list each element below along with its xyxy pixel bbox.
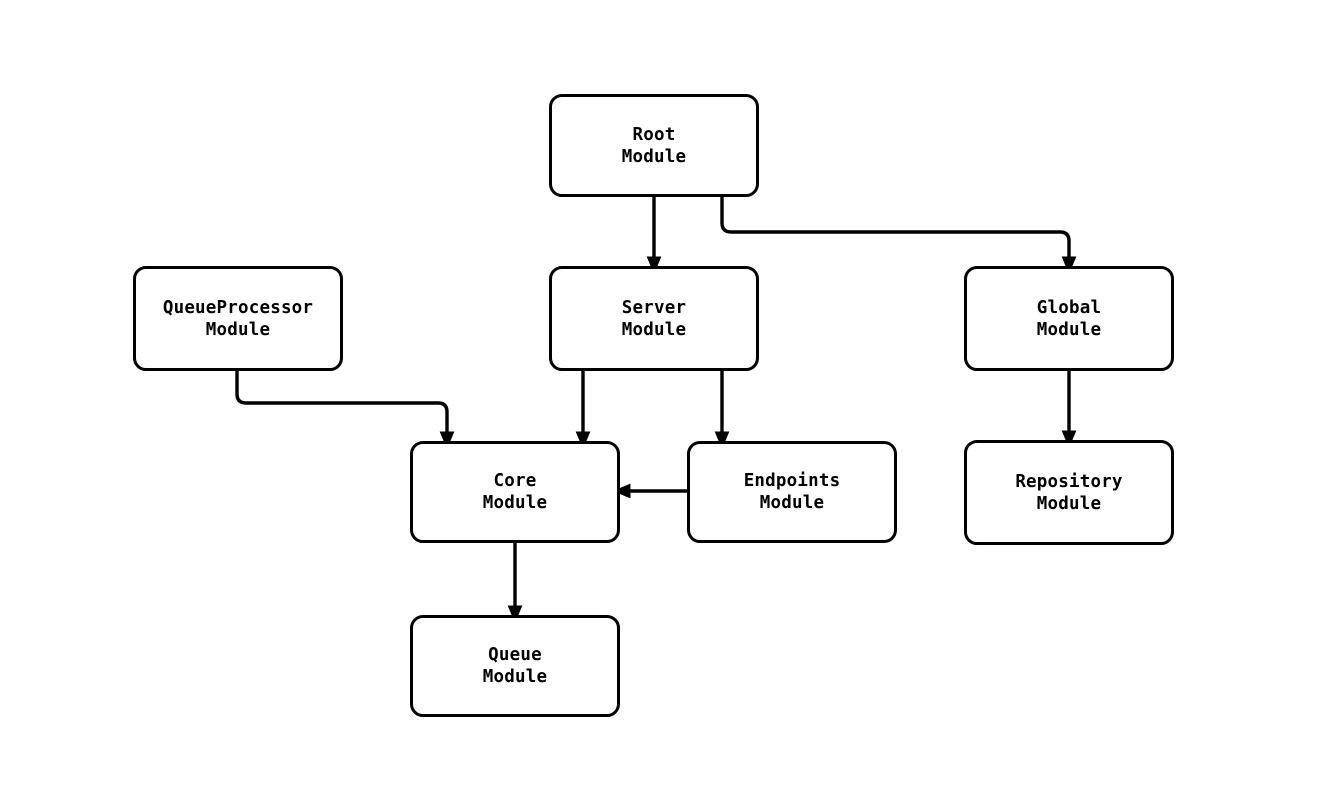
node-global-module[interactable]: Global Module <box>964 266 1174 371</box>
node-server-module[interactable]: Server Module <box>549 266 759 371</box>
edges-group <box>235 197 1077 624</box>
node-repository-module[interactable]: Repository Module <box>964 440 1174 545</box>
edge-root-global <box>720 197 1077 275</box>
node-queueprocessor-module[interactable]: QueueProcessor Module <box>133 266 343 371</box>
node-repository-module-label: Repository Module <box>1015 471 1123 514</box>
node-core-module[interactable]: Core Module <box>410 441 620 543</box>
node-endpoints-module[interactable]: Endpoints Module <box>687 441 897 543</box>
node-queue-module[interactable]: Queue Module <box>410 615 620 717</box>
node-root-module-label: Root Module <box>621 124 687 167</box>
node-root-module[interactable]: Root Module <box>549 94 759 197</box>
node-endpoints-module-label: Endpoints Module <box>743 471 841 513</box>
node-server-module-label: Server Module <box>621 297 687 340</box>
node-queueprocessor-module-label: QueueProcessor Module <box>162 297 314 340</box>
node-core-module-label: Core Module <box>482 471 548 513</box>
node-queue-module-label: Queue Module <box>482 645 548 687</box>
node-global-module-label: Global Module <box>1036 297 1102 340</box>
edge-queueprocessor-core <box>235 371 455 450</box>
